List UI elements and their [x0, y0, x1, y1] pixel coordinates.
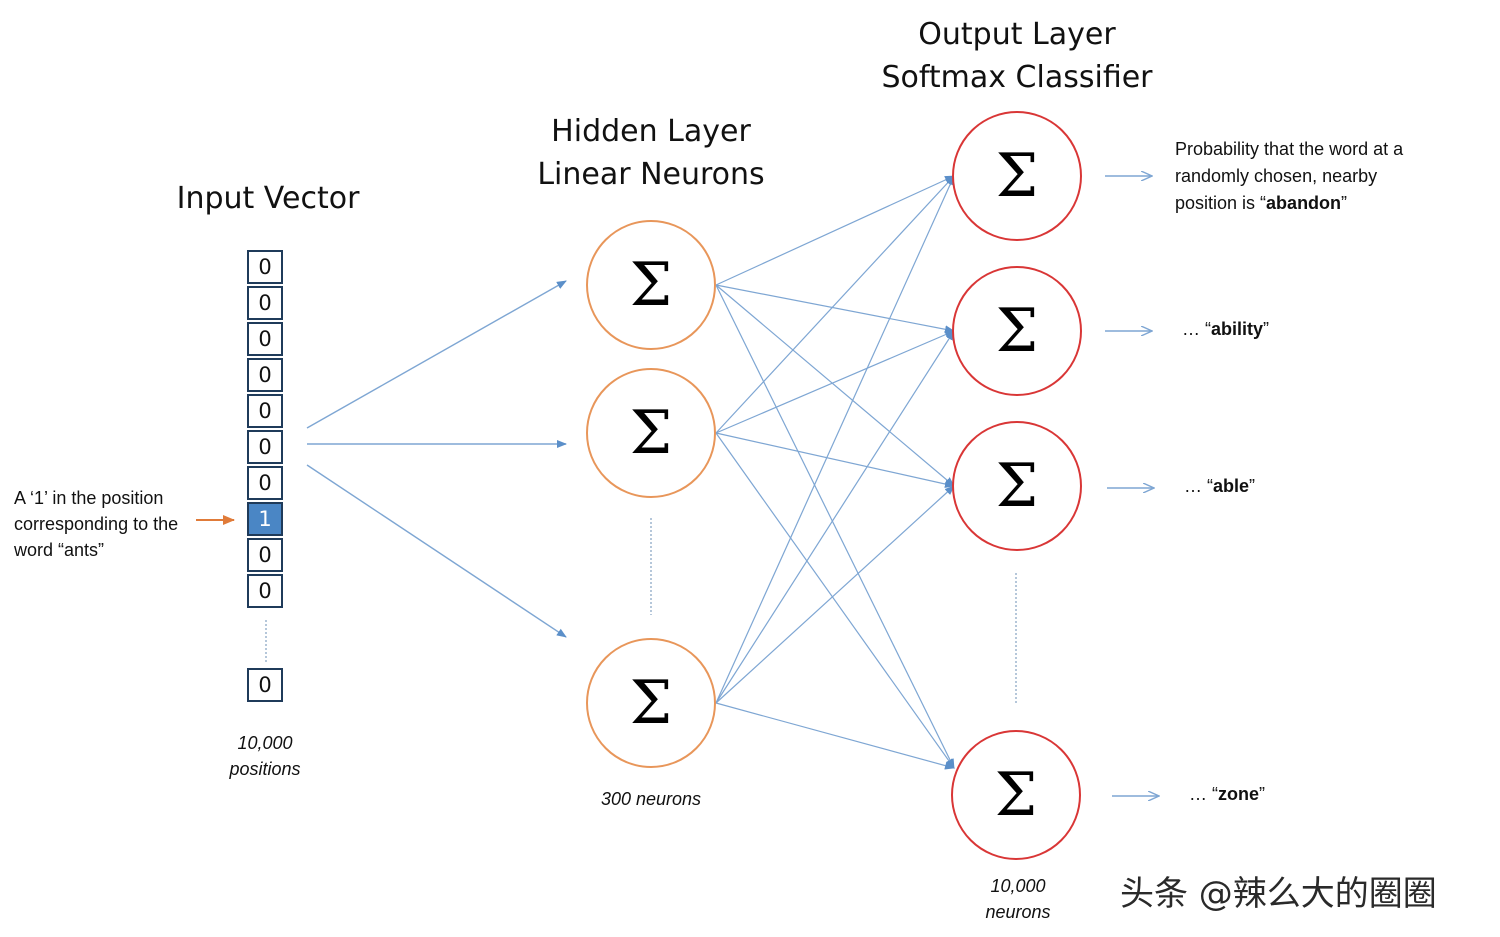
- output-neuron-1: Σ: [952, 111, 1082, 241]
- output-label-1-line-3: position is “abandon”: [1175, 190, 1403, 217]
- output-label-2: … “ability”: [1182, 319, 1269, 340]
- output-layer-title: Output Layer: [918, 17, 1116, 52]
- input-vector-heading: Input Vector: [176, 181, 360, 216]
- output-layer-caption: 10,000 neurons: [958, 873, 1078, 925]
- output-label-4-prefix: … “: [1189, 784, 1218, 804]
- output-word-able: able: [1213, 476, 1250, 496]
- input-cell: 0: [247, 538, 283, 572]
- output-caption-line-1: 10,000: [990, 876, 1046, 896]
- annotation-line-1: A ‘1’ in the position: [14, 488, 164, 508]
- output-label-1: Probability that the word at a randomly …: [1175, 136, 1403, 217]
- output-label-1-suffix: ”: [1341, 193, 1348, 213]
- output-label-4: … “zone”: [1189, 784, 1265, 805]
- output-label-1-line-1: Probability that the word at a: [1175, 139, 1404, 159]
- input-cell: 0: [247, 322, 283, 356]
- hidden-neuron-3: Σ: [586, 638, 716, 768]
- input-cell: 0: [247, 250, 283, 284]
- input-to-hidden-edge-3: [306, 464, 567, 638]
- input-cell: 0: [247, 358, 283, 392]
- output-label-3-suffix: ”: [1249, 476, 1256, 496]
- output-word-ability: ability: [1211, 319, 1264, 339]
- hidden-neuron-2: Σ: [586, 368, 716, 498]
- annotation-line-2: corresponding to the: [14, 514, 179, 534]
- input-cell: 0: [247, 286, 283, 320]
- output-neuron-3: Σ: [952, 421, 1082, 551]
- input-caption-line-2: positions: [229, 759, 301, 779]
- output-label-1-line-2: randomly chosen, nearby: [1175, 166, 1378, 186]
- output-word-zone: zone: [1218, 784, 1260, 804]
- output-layer-subtitle: Softmax Classifier: [881, 60, 1153, 95]
- input-cell: 0: [247, 466, 283, 500]
- output-label-3-prefix: … “: [1184, 476, 1213, 496]
- hidden-to-output-edges: [715, 175, 955, 770]
- output-neuron-2: Σ: [952, 266, 1082, 396]
- input-cell: 0: [247, 430, 283, 464]
- input-cell: 0: [247, 574, 283, 608]
- input-cell: 0: [247, 394, 283, 428]
- hidden-layer-caption: 300 neurons: [600, 789, 702, 809]
- input-caption-line-1: 10,000: [237, 733, 293, 753]
- output-label-2-prefix: … “: [1182, 319, 1211, 339]
- annotation-line-3: word “ants”: [14, 540, 105, 560]
- hidden-neuron-1: Σ: [586, 220, 716, 350]
- input-cell-last: 0: [247, 668, 283, 702]
- output-label-1-prefix: position is “: [1175, 193, 1267, 213]
- input-vector-caption: 10,000 positions: [205, 730, 325, 782]
- output-caption-line-2: neurons: [985, 902, 1051, 922]
- output-label-2-suffix: ”: [1263, 319, 1270, 339]
- hidden-layer-subtitle: Linear Neurons: [537, 157, 765, 192]
- output-neuron-4: Σ: [951, 730, 1081, 860]
- hidden-layer-heading: Hidden Layer Linear Neurons: [521, 110, 781, 196]
- input-annotation: A ‘1’ in the position corresponding to t…: [14, 485, 178, 563]
- output-word-abandon: abandon: [1266, 193, 1342, 213]
- input-cell-hot: 1: [247, 502, 283, 536]
- output-layer-heading: Output Layer Softmax Classifier: [867, 13, 1167, 99]
- output-label-3: … “able”: [1184, 476, 1255, 497]
- hidden-layer-title: Hidden Layer: [551, 114, 751, 149]
- watermark: 头条 @辣么大的圈圈: [1120, 874, 1437, 914]
- input-to-hidden-edge-1: [306, 280, 567, 429]
- output-label-4-suffix: ”: [1259, 784, 1266, 804]
